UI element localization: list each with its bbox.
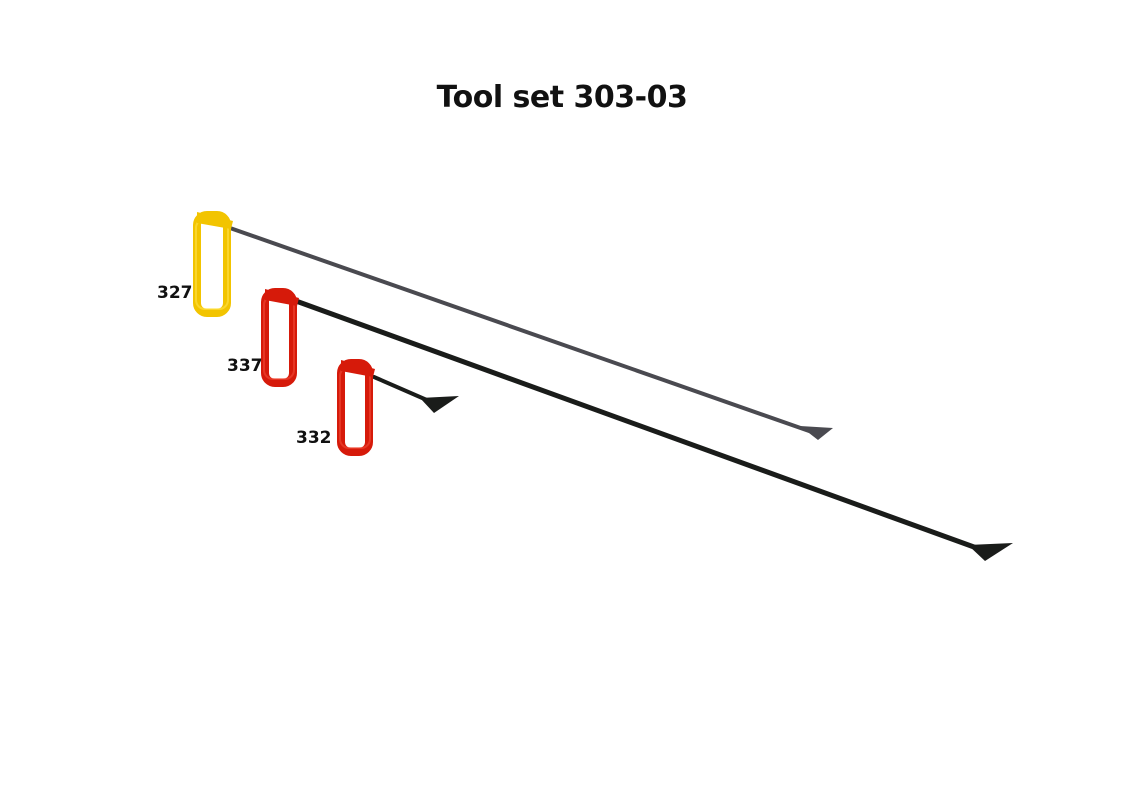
tool-handle	[261, 288, 297, 387]
tool-rod	[293, 298, 988, 554]
tool-collar	[197, 212, 233, 229]
tool-tip	[420, 396, 459, 413]
tool-handle	[193, 211, 231, 317]
tool-337	[261, 288, 1013, 561]
tool-rod	[228, 226, 814, 434]
tool-label-327: 327	[157, 283, 193, 303]
tool-332	[337, 359, 459, 456]
page-title: Tool set 303-03	[436, 80, 688, 115]
tool-collar	[265, 289, 299, 306]
tool-tip	[968, 543, 1013, 561]
tool-collar	[341, 360, 375, 377]
tool-handle	[337, 359, 373, 456]
tool-label-337: 337	[227, 356, 263, 376]
tool-tip	[800, 426, 833, 440]
tool-327	[193, 211, 833, 440]
tool-label-332: 332	[296, 428, 332, 448]
